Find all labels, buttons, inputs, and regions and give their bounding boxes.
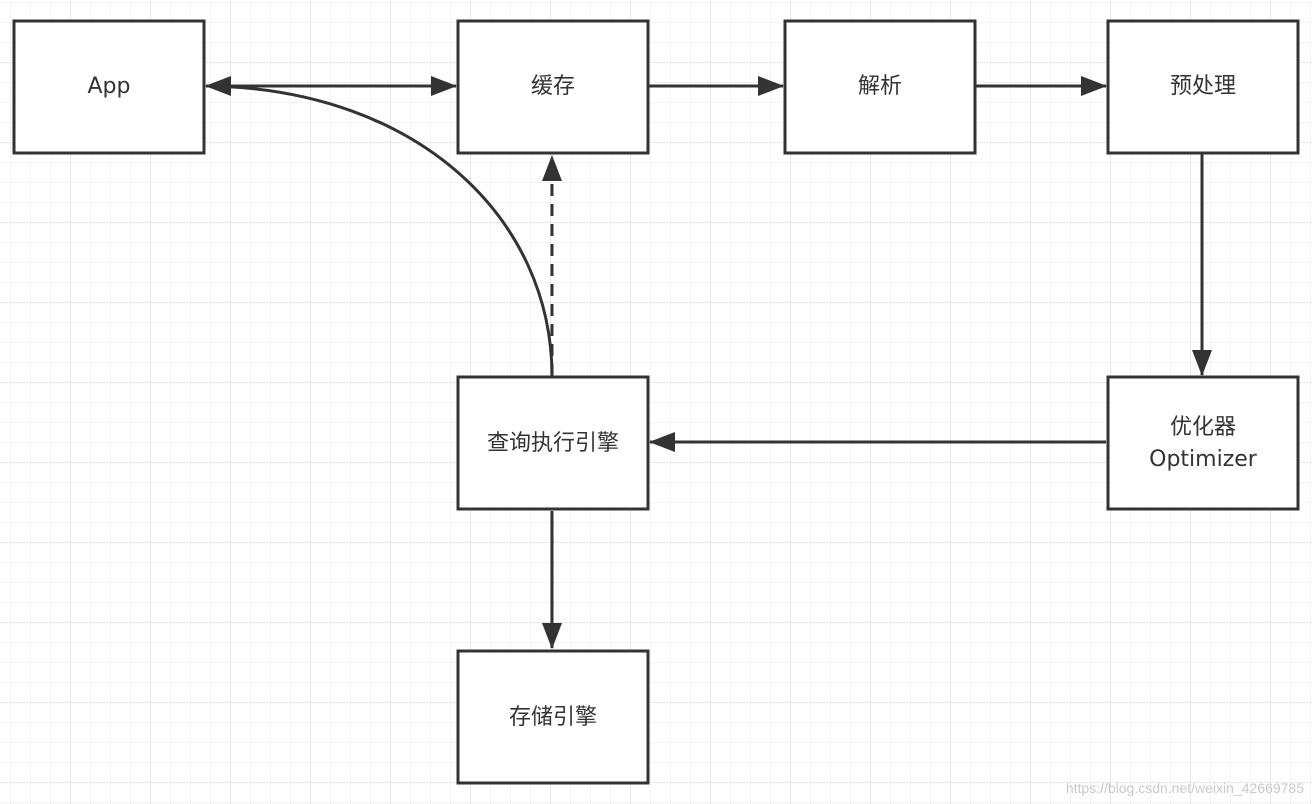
edge-executor-app-curve xyxy=(209,84,554,377)
executor-label: 查询执行引擎 xyxy=(487,431,619,456)
executor-node: 查询执行引擎 xyxy=(456,375,650,511)
cache-node: 缓存 xyxy=(456,19,650,155)
optimizer-label-cn: 优化器 xyxy=(1170,415,1236,440)
preprocessor-node: 预处理 xyxy=(1106,19,1300,155)
storage-node: 存储引擎 xyxy=(456,649,650,785)
storage-label: 存储引擎 xyxy=(509,705,597,730)
optimizer-node: 优化器 Optimizer xyxy=(1106,375,1300,511)
preprocessor-label: 预处理 xyxy=(1170,74,1236,99)
parser-node: 解析 xyxy=(783,19,977,155)
optimizer-label-en: Optimizer xyxy=(1149,447,1258,472)
watermark: https://blog.csdn.net/weixin_42669785 xyxy=(1065,780,1304,796)
app-node: App xyxy=(12,19,206,155)
app-label: App xyxy=(88,74,131,99)
parser-label: 解析 xyxy=(858,74,902,99)
cache-label: 缓存 xyxy=(531,74,575,99)
